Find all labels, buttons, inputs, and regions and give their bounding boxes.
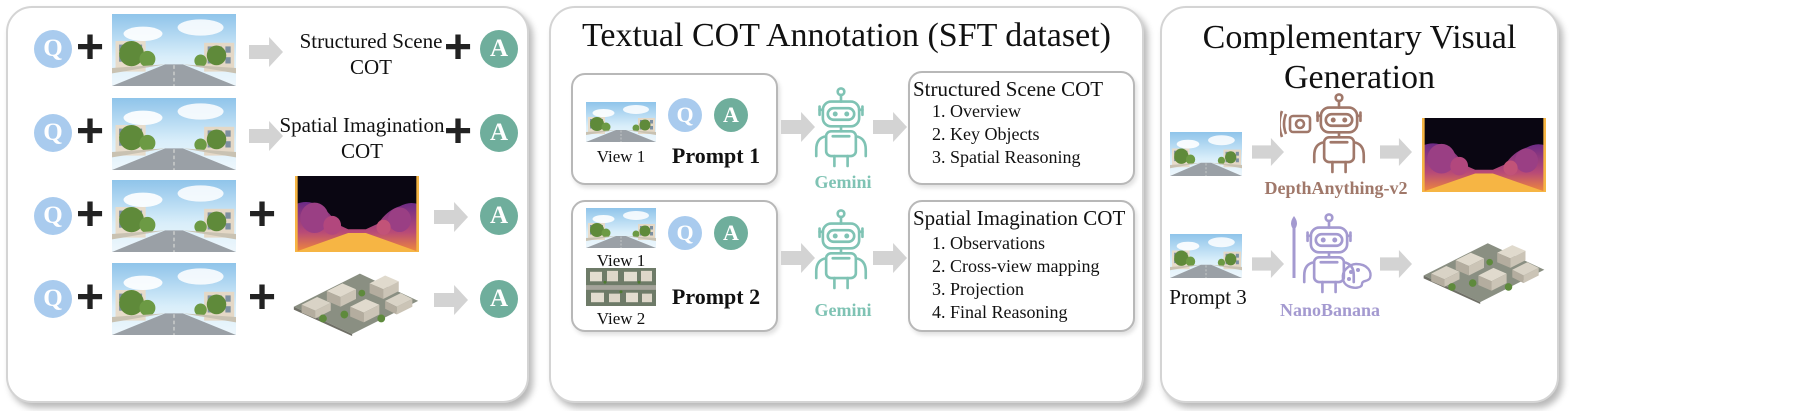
robot-icon <box>808 208 874 292</box>
answer-icon: A <box>480 197 518 235</box>
plus-icon: + <box>248 271 277 324</box>
answer-icon: A <box>480 114 518 152</box>
question-icon: Q <box>34 114 72 152</box>
cot-item: 3. Spatial Reasoning <box>932 147 1081 167</box>
spatial-imagination-cot-box <box>908 200 1135 332</box>
camera-icon <box>1280 110 1312 138</box>
street-view-image <box>112 98 236 170</box>
cot-item: 3. Projection <box>932 279 1024 299</box>
cot-item: 4. Final Reasoning <box>932 302 1068 322</box>
plus-icon: + <box>76 271 105 324</box>
question-icon: Q <box>34 30 72 68</box>
structured-scene-cot-box <box>908 71 1135 185</box>
robot-icon <box>1306 92 1372 176</box>
view-1-image <box>586 208 656 248</box>
arrow-icon <box>434 202 468 232</box>
street-view-image <box>112 263 236 335</box>
robot-icon <box>808 86 874 170</box>
view-1-image <box>586 102 656 142</box>
question-icon: Q <box>668 98 702 132</box>
structured-scene-cot-label: Structured Scene COT <box>282 28 460 80</box>
gemini-label: Gemini <box>814 300 872 320</box>
depthanything-label: DepthAnything-v2 <box>1264 178 1408 198</box>
question-icon: Q <box>34 197 72 235</box>
plus-icon: + <box>76 21 105 74</box>
spatial-imagination-cot-label: Spatial Imagination COT <box>276 112 448 164</box>
prompt-2-label: Prompt 2 <box>671 284 761 309</box>
answer-icon: A <box>480 30 518 68</box>
right-title-line: Complementary Visual <box>1202 19 1517 56</box>
arrow-icon <box>1252 250 1284 278</box>
arrow-icon <box>1380 250 1412 278</box>
plus-icon: + <box>76 188 105 241</box>
panel-left <box>6 6 529 403</box>
gemini-label: Gemini <box>814 172 872 192</box>
view-1-label: View 1 <box>596 147 646 166</box>
cot-label-line: Structured Scene <box>299 29 443 53</box>
right-title-line: Generation <box>1283 59 1436 96</box>
prompt-1-label: Prompt 1 <box>671 143 761 168</box>
spatial-imagination-cot-heading: Spatial Imagination COT <box>913 206 1126 230</box>
cot-item: 2. Key Objects <box>932 124 1040 144</box>
cot-label-line: Spatial Imagination <box>279 113 445 137</box>
plus-icon: + <box>444 105 473 158</box>
question-icon: Q <box>34 280 72 318</box>
view-2-image <box>586 268 656 306</box>
nanobanana-label: NanoBanana <box>1279 300 1381 320</box>
arrow-icon <box>249 37 283 67</box>
structured-scene-cot-heading: Structured Scene COT <box>913 77 1104 101</box>
answer-icon: A <box>714 216 748 250</box>
question-icon: Q <box>668 216 702 250</box>
cot-item: 1. Observations <box>932 233 1045 253</box>
prompt-3-label: Prompt 3 <box>1169 285 1247 309</box>
cot-label-line: COT <box>341 139 383 163</box>
plus-icon: + <box>248 188 277 241</box>
answer-icon: A <box>480 280 518 318</box>
cot-item: 1. Overview <box>932 101 1021 121</box>
palette-icon <box>1341 262 1372 289</box>
isometric-map-image <box>1418 228 1550 304</box>
depth-map-image <box>1422 118 1546 192</box>
answer-icon: A <box>714 98 748 132</box>
cot-item: 2. Cross-view mapping <box>932 256 1100 276</box>
arrow-icon <box>873 243 907 273</box>
paintbrush-icon <box>1291 216 1297 278</box>
isometric-map-image <box>288 258 424 336</box>
arrow-icon <box>873 112 907 142</box>
view-2-label: View 2 <box>596 309 646 328</box>
arrow-icon <box>434 285 468 315</box>
panel-right <box>1160 6 1559 403</box>
arrow-icon <box>1380 138 1412 166</box>
input-street-image <box>1170 234 1242 278</box>
plus-icon: + <box>444 21 473 74</box>
depth-map-image <box>295 176 419 252</box>
input-street-image <box>1170 132 1242 176</box>
plus-icon: + <box>76 105 105 158</box>
street-view-image <box>112 180 236 252</box>
right-panel-title: Complementary Visual Generation <box>1160 18 1559 98</box>
middle-panel-title: Textual COT Annotation (SFT dataset) <box>582 17 1111 54</box>
cot-label-line: COT <box>350 55 392 79</box>
arrow-icon <box>1252 138 1284 166</box>
view-1-label: View 1 <box>596 251 646 270</box>
street-view-image <box>112 14 236 86</box>
